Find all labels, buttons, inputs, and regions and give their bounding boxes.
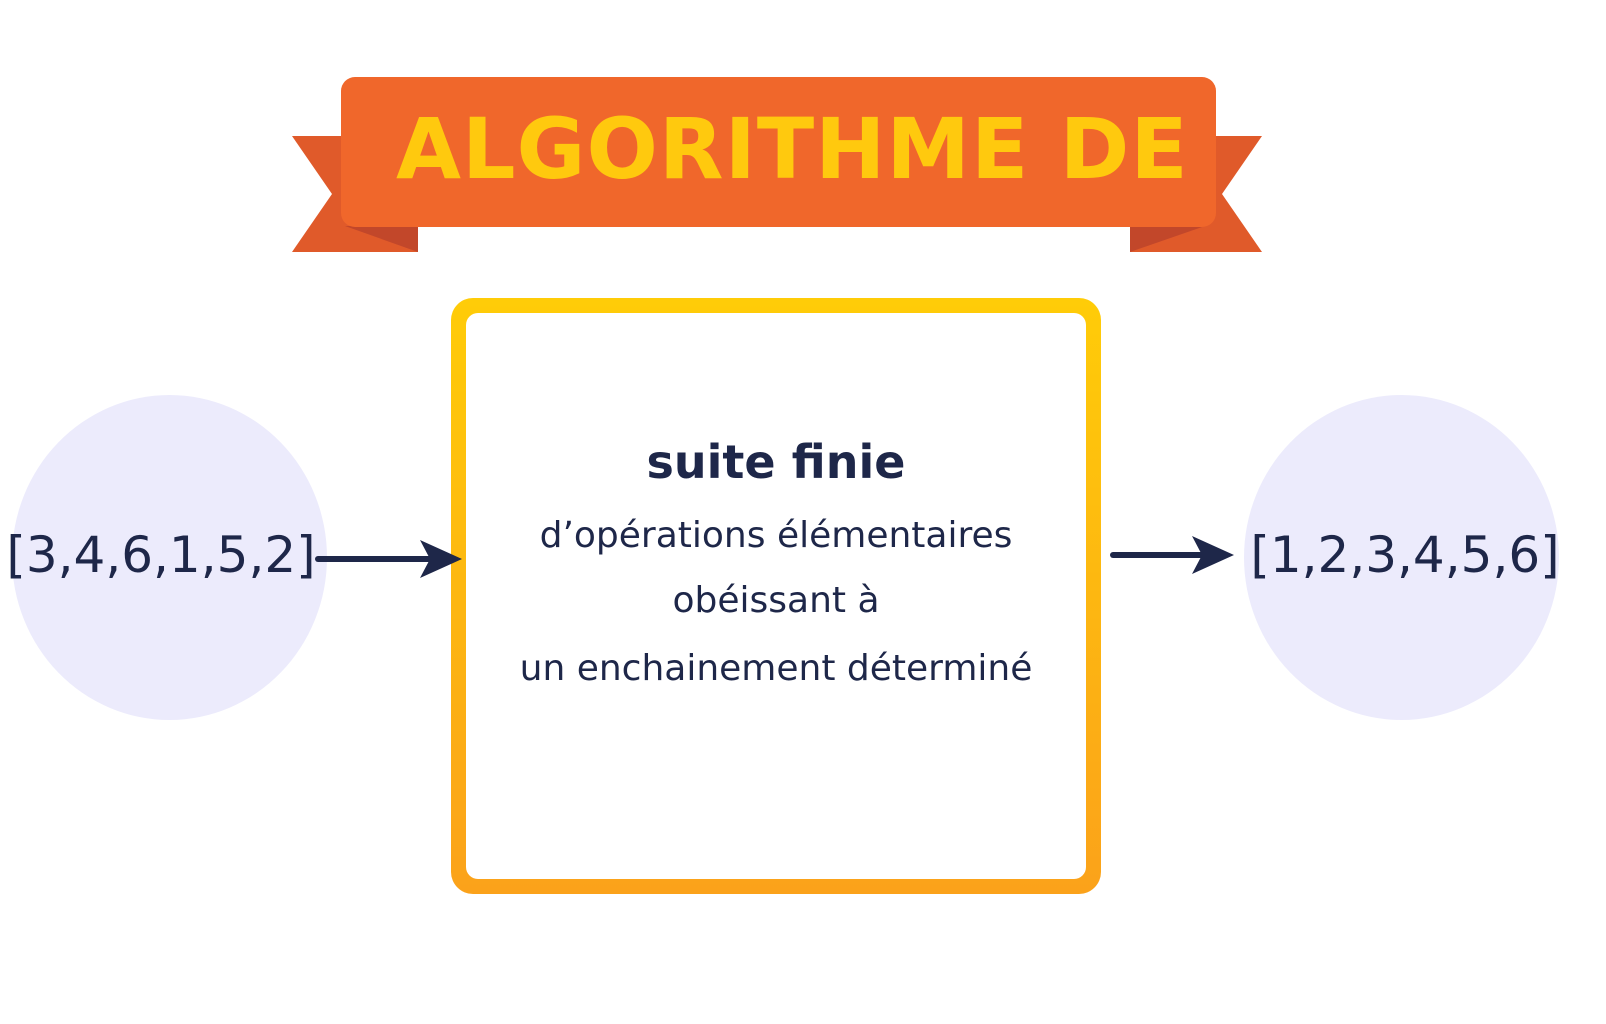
input-array-label: [3,4,6,1,5,2] [6, 526, 316, 584]
banner-right-fold [1130, 226, 1205, 252]
output-circle [1244, 395, 1559, 720]
banner-body [341, 77, 1216, 227]
process-line-3: obéissant à [672, 580, 880, 621]
process-line-4: un enchainement déterminé [519, 648, 1033, 689]
banner-left-fold [345, 226, 418, 252]
process-line-1: suite finie [646, 435, 906, 489]
process-line-2: d’opérations élémentaires [539, 515, 1013, 556]
output-arrow [1110, 536, 1234, 574]
output-array-label: [1,2,3,4,5,6] [1250, 526, 1560, 584]
process-box [451, 298, 1101, 894]
diagram-title: ALGORITHME DE TRI [396, 100, 1186, 198]
input-arrow [315, 540, 462, 578]
process-box-inner [466, 313, 1086, 879]
input-circle [12, 395, 327, 720]
title-banner [292, 77, 1262, 252]
